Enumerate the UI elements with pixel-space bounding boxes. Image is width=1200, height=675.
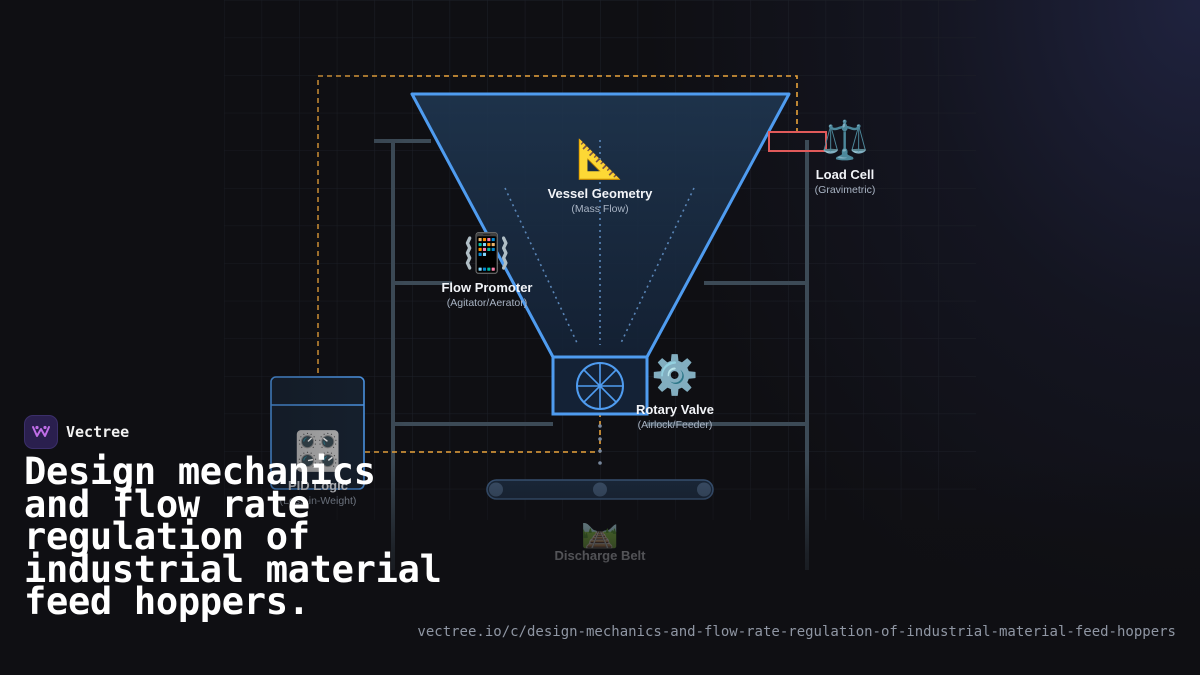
rotary-valve [551, 355, 649, 416]
balance-scale-icon: ⚖️ [821, 118, 868, 162]
rotary-valve-title: Rotary Valve [636, 402, 714, 417]
vessel-geometry-title: Vessel Geometry [548, 186, 654, 201]
flow-promoter-title: Flow Promoter [441, 280, 532, 295]
flow-promoter-subtitle: (Agitator/Aerator) [447, 297, 528, 309]
page-url: vectree.io/c/design-mechanics-and-flow-r… [417, 624, 1176, 640]
load-cell-subtitle: (Gravimetric) [815, 184, 876, 196]
triangular-ruler-icon: 📐 [576, 137, 623, 181]
discharge-belt [486, 479, 714, 500]
vectree-logo-icon [24, 415, 58, 449]
belt-icon: 🛤️ [581, 515, 618, 550]
brand: Vectree [24, 415, 129, 449]
vessel-geometry-subtitle: (Mass Flow) [571, 203, 628, 215]
discharge-belt-title: Discharge Belt [554, 548, 646, 563]
rotary-valve-subtitle: (Airlock/Feeder) [638, 419, 713, 431]
gear-icon: ⚙️ [651, 353, 698, 397]
load-cell-title: Load Cell [816, 167, 875, 182]
brand-name: Vectree [66, 423, 130, 441]
discharge-belt-label: 🛤️ Discharge Belt [554, 515, 646, 563]
load-cell-label: ⚖️ Load Cell (Gravimetric) [815, 118, 876, 196]
page-title: Design mechanics and flow rate regulatio… [24, 450, 442, 623]
vibrating-phone-icon: 📳 [463, 231, 510, 275]
